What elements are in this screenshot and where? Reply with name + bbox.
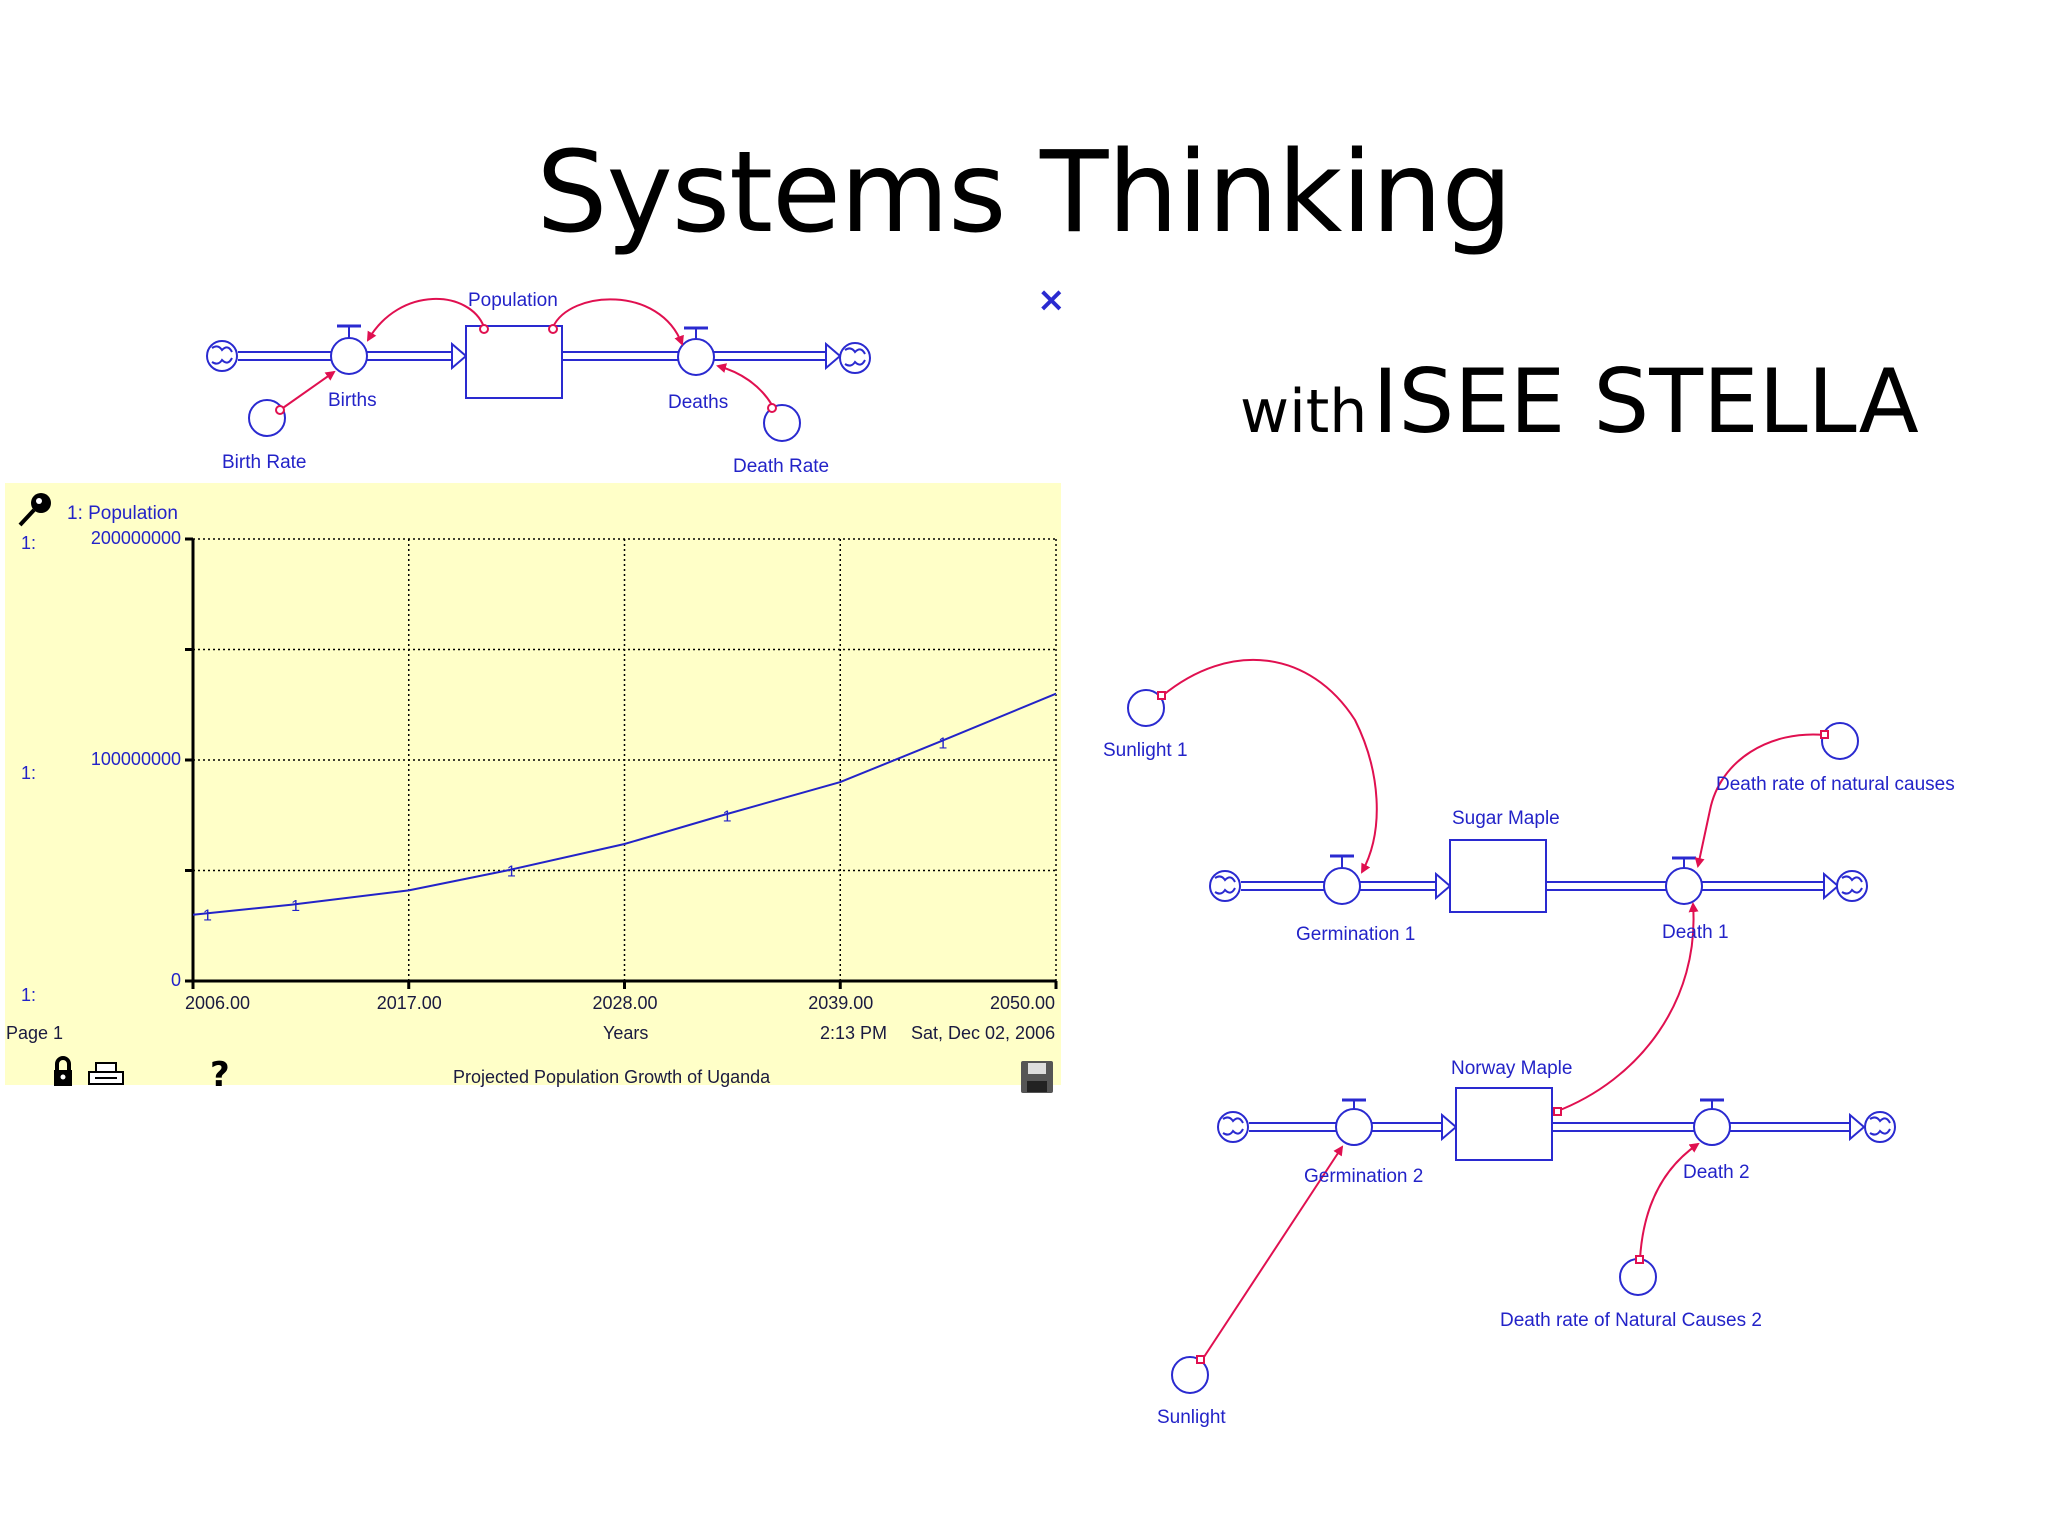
norway-sink-cloud-icon — [1864, 1111, 1896, 1143]
sink-cloud-icon — [839, 342, 871, 374]
timestamp-time: 2:13 PM — [820, 1023, 888, 1043]
population-stock[interactable] — [465, 325, 563, 399]
lock-icon[interactable] — [54, 1056, 72, 1086]
death-2-label: Death 2 — [1683, 1162, 1750, 1183]
norway-maple-stock[interactable] — [1455, 1087, 1553, 1161]
y-axis-series-marker-bottom: 1: — [21, 985, 37, 1005]
graph-window: 1 1 1 1 1 1: Population 1: 1: 1: 200000000 10… — [5, 483, 1061, 1095]
source-cloud-icon — [206, 340, 238, 372]
subtitle-prefix: with — [1240, 377, 1368, 447]
death-1-valve[interactable] — [1665, 856, 1703, 905]
y-tick-label: 100000000 — [90, 749, 181, 769]
save-icon[interactable] — [1021, 1061, 1053, 1093]
maple-connectors — [1157, 658, 1829, 1364]
series-point-marker: 1 — [291, 898, 300, 915]
population-graph: 1 1 1 1 1 — [18, 493, 1058, 1093]
sunlight-1-label: Sunlight 1 — [1103, 740, 1188, 761]
germination-1-label: Germination 1 — [1296, 924, 1416, 945]
births-valve[interactable] — [330, 324, 368, 375]
graph-grid — [193, 538, 1057, 981]
norway-maple-label: Norway Maple — [1451, 1058, 1573, 1079]
population-stock-label: Population — [468, 290, 558, 311]
death-rate-natural-causes-2-converter[interactable] — [1619, 1258, 1657, 1296]
series-point-marker: 1 — [723, 808, 732, 825]
x-tick-label: 2006.00 — [185, 993, 251, 1013]
slide-subtitle: with ISEE STELLA — [1240, 350, 1919, 453]
death-1-label: Death 1 — [1662, 922, 1729, 943]
magnify-icon[interactable] — [18, 493, 51, 527]
x-tick-label: 2039.00 — [808, 993, 874, 1013]
help-icon[interactable]: ? — [210, 1055, 230, 1095]
death-rate-natural-causes-2-label: Death rate of Natural Causes 2 — [1500, 1310, 1762, 1331]
deaths-label: Deaths — [668, 392, 729, 413]
slide-title: Systems Thinking — [536, 128, 1512, 258]
close-icon[interactable]: × — [1037, 280, 1066, 320]
series-point-marker: 1 — [507, 864, 516, 881]
death-2-valve[interactable] — [1693, 1098, 1731, 1146]
subtitle-brand: ISEE STELLA — [1372, 350, 1919, 453]
death-rate-converter[interactable] — [763, 404, 801, 442]
timestamp-date: Sat, Dec 02, 2006 — [911, 1023, 1056, 1043]
population-connectors — [275, 298, 777, 415]
series-point-marker: 1 — [203, 908, 212, 925]
y-axis-series-marker-top: 1: — [21, 533, 37, 553]
graph-series: 1 1 1 1 1 — [192, 692, 1057, 925]
death-rate-natural-causes-converter[interactable] — [1821, 722, 1859, 760]
population-model-svg — [206, 298, 871, 442]
death-rate-label: Death Rate — [733, 456, 830, 477]
germination-2-valve[interactable] — [1335, 1098, 1373, 1146]
sugar-sink-cloud-icon — [1836, 870, 1868, 902]
y-tick-label: 0 — [170, 970, 181, 990]
series-point-marker: 1 — [938, 735, 947, 752]
y-axis-series-marker-mid: 1: — [21, 763, 37, 783]
births-label: Births — [328, 390, 377, 411]
x-tick-label: 2028.00 — [592, 993, 658, 1013]
sugar-source-cloud-icon — [1209, 870, 1241, 902]
birth-rate-label: Birth Rate — [222, 452, 307, 473]
page-indicator: Page 1 — [6, 1023, 64, 1043]
x-tick-label: 2017.00 — [376, 993, 442, 1013]
print-icon[interactable] — [88, 1062, 124, 1085]
x-axis-label: Years — [603, 1023, 649, 1043]
population-series-line — [192, 692, 1057, 916]
x-tick-label: 2050.00 — [990, 993, 1056, 1013]
sunlight-1-converter[interactable] — [1127, 689, 1165, 727]
sunlight-label: Sunlight — [1157, 1407, 1226, 1428]
germination-1-valve[interactable] — [1323, 854, 1361, 905]
sugar-maple-stock[interactable] — [1449, 839, 1547, 913]
graph-caption: Projected Population Growth of Uganda — [453, 1067, 771, 1087]
germination-2-label: Germination 2 — [1304, 1166, 1424, 1187]
sunlight-converter[interactable] — [1171, 1356, 1209, 1394]
y-tick-label: 200000000 — [90, 528, 181, 548]
deaths-valve[interactable] — [677, 326, 715, 376]
death-rate-natural-causes-label: Death rate of natural causes — [1716, 774, 1955, 795]
series-label: 1: Population — [67, 503, 178, 524]
graph-axes — [185, 537, 1058, 989]
sugar-maple-label: Sugar Maple — [1452, 808, 1560, 829]
norway-source-cloud-icon — [1217, 1111, 1249, 1143]
